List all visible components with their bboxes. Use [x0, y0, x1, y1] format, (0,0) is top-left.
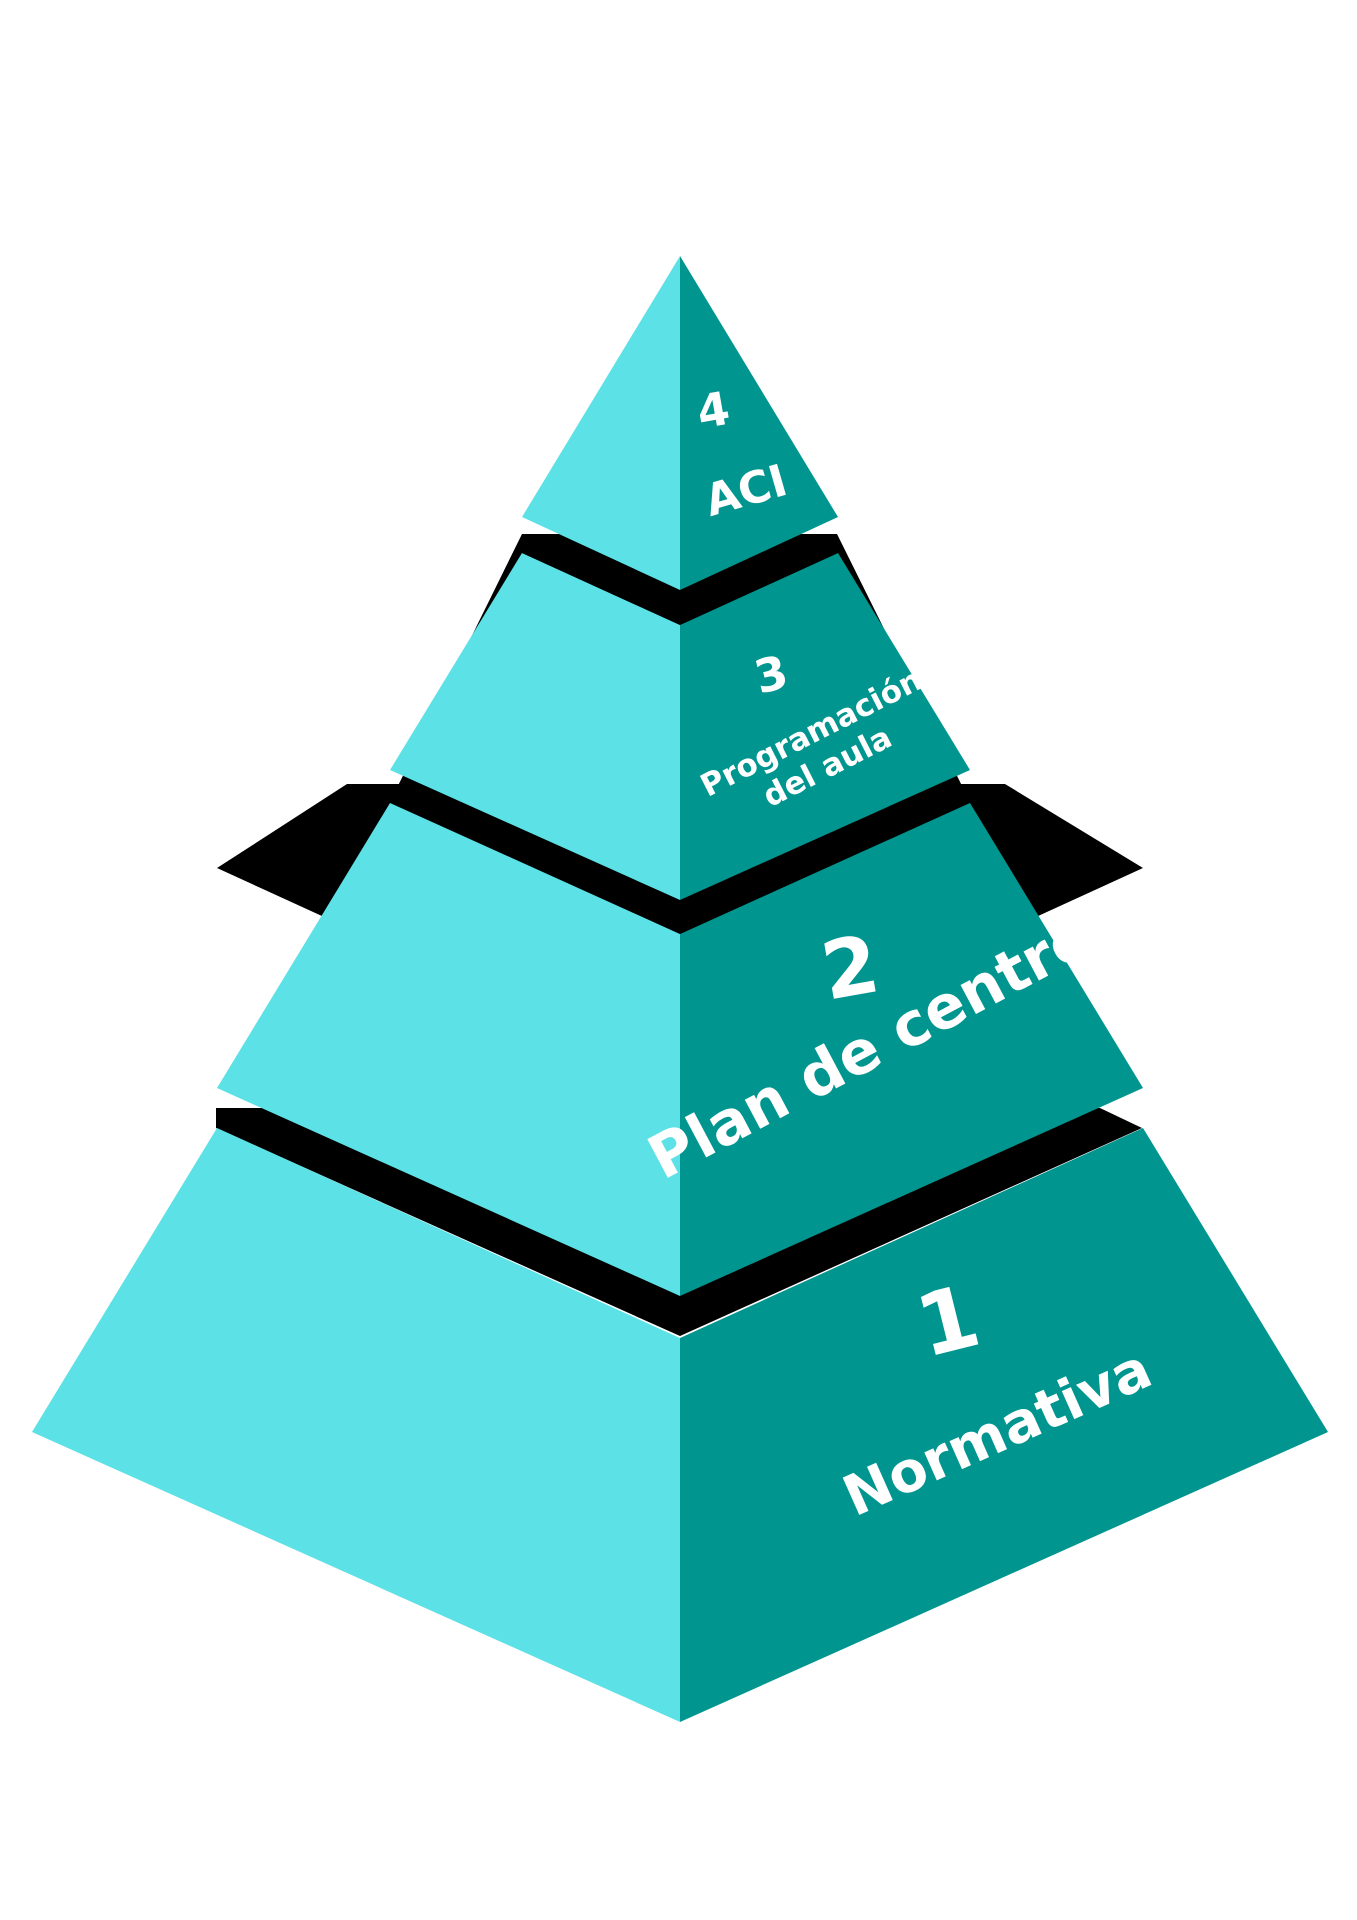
- level-3-right-face: [680, 553, 970, 900]
- level-3-left-face: [390, 553, 680, 900]
- level-4-left-face: [522, 256, 680, 590]
- level-2-right-face: [680, 803, 1143, 1296]
- pyramid-level-3: 3 Programación del aula: [390, 534, 970, 934]
- level-4-right-face: [680, 256, 838, 590]
- pyramid-level-4: 4 ACI: [522, 256, 838, 625]
- level-1-left-face: [32, 1128, 680, 1722]
- level-1-right-face: [680, 1128, 1328, 1722]
- level-2-left-face: [217, 803, 680, 1296]
